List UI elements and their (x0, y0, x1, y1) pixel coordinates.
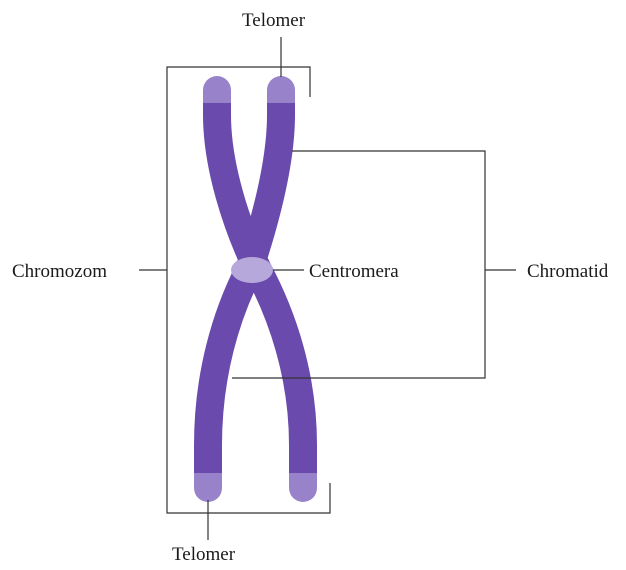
telomere-cap-bottom-right (289, 473, 317, 502)
telomer-bottom-label: Telomer (172, 545, 235, 564)
chromatid-arms (208, 95, 303, 485)
telomere-cap-top-right (267, 76, 295, 103)
centromere-label: Centromera (309, 262, 399, 281)
telomer-top-label: Telomer (242, 11, 305, 30)
centromere (231, 257, 273, 283)
telomere-cap-top-left (203, 76, 231, 103)
telomere-cap-bottom-left (194, 473, 222, 502)
chromosome-label: Chromozom (12, 262, 107, 281)
chromatid-label: Chromatid (527, 262, 608, 281)
